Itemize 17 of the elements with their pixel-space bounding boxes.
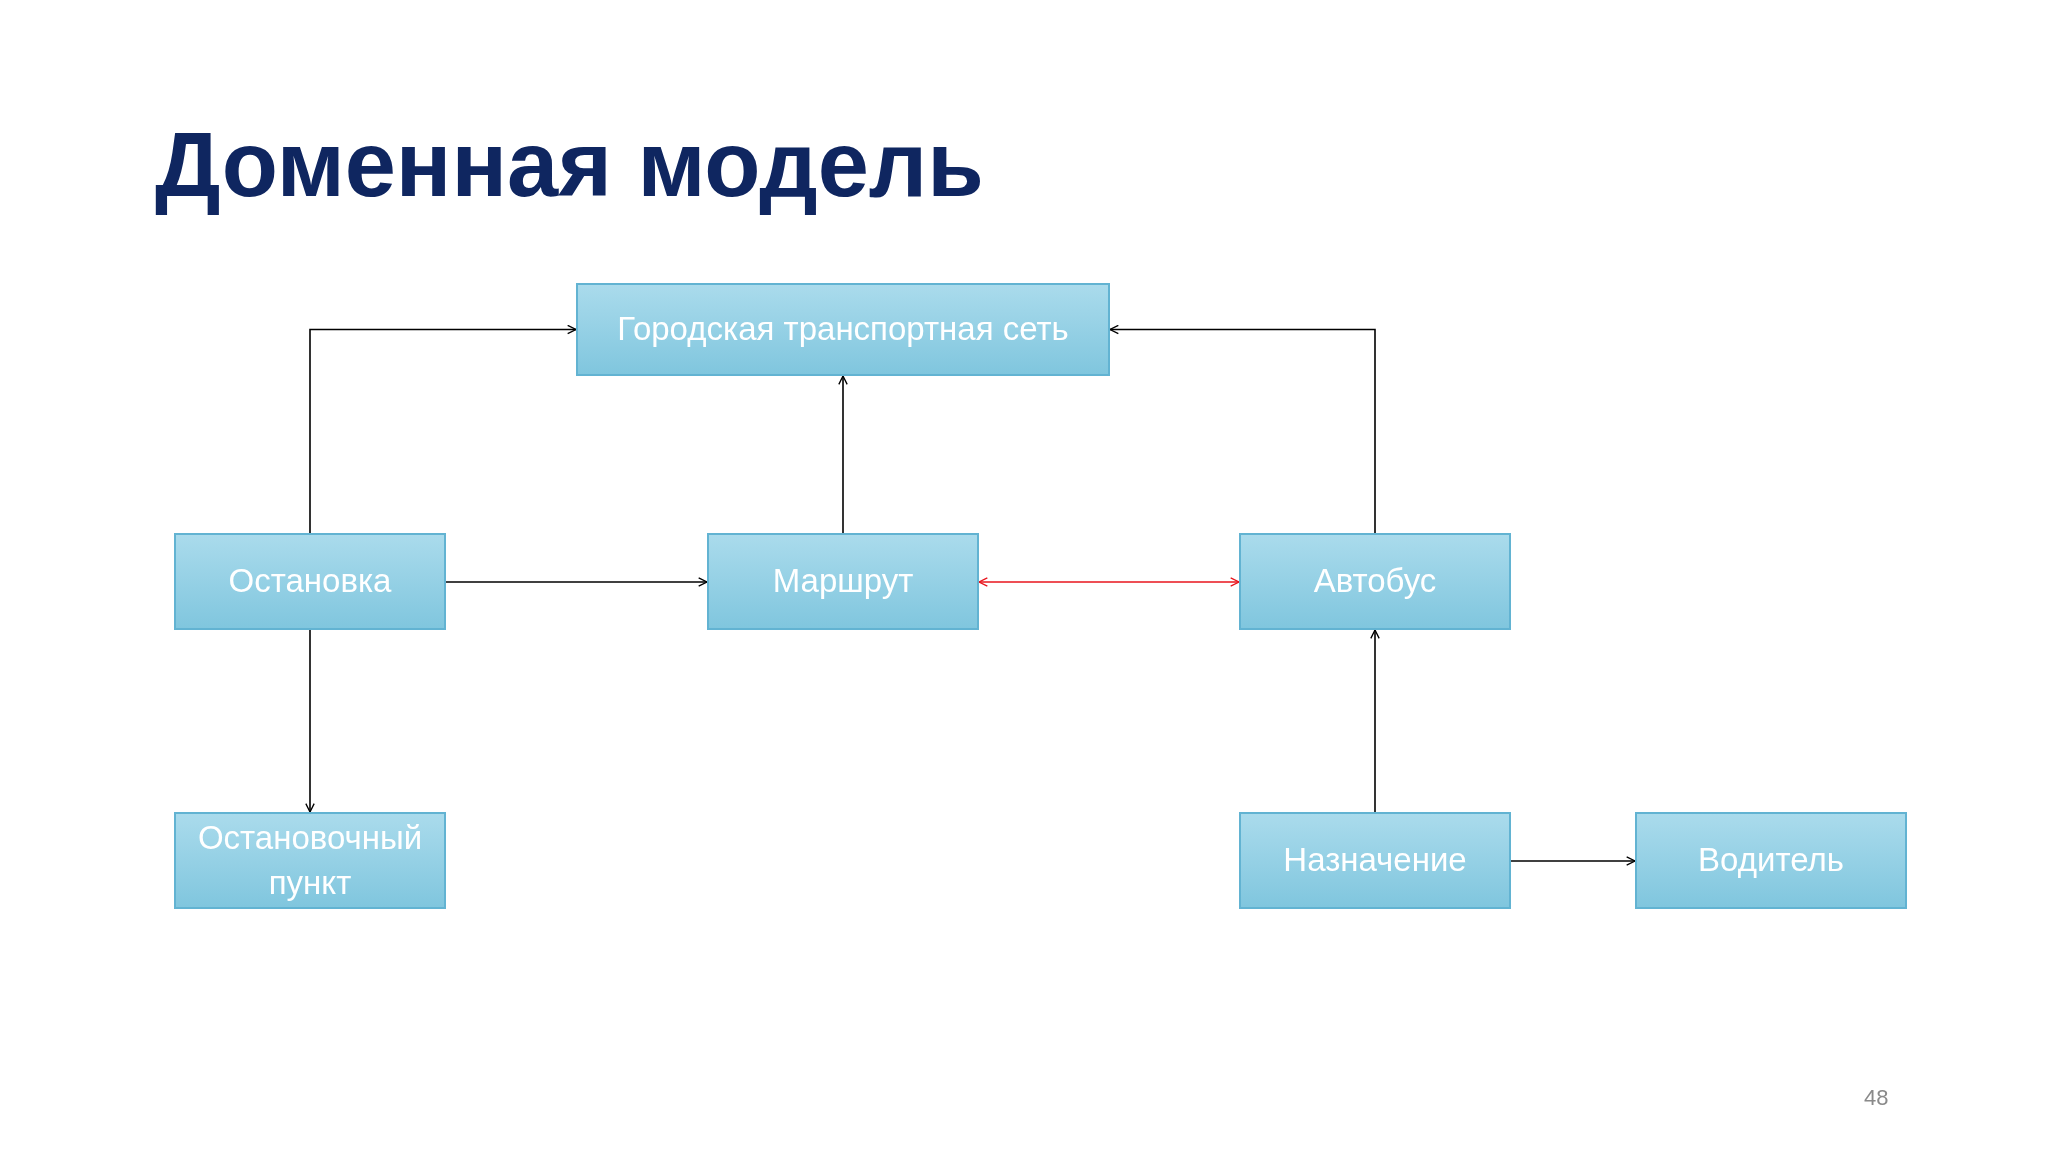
- arrow: [978, 577, 1240, 587]
- arrow: [305, 629, 315, 813]
- entity-box: Назначение: [1239, 812, 1511, 909]
- entity-box: Остановочный пункт: [174, 812, 446, 909]
- arrow: [309, 324, 577, 534]
- slide-title: Доменная модель: [155, 112, 984, 217]
- entity-box: Маршрут: [707, 533, 979, 630]
- arrow: [1109, 324, 1376, 534]
- entity-box: Автобус: [1239, 533, 1511, 630]
- entity-box: Водитель: [1635, 812, 1907, 909]
- entity-box: Остановка: [174, 533, 446, 630]
- arrow: [1510, 856, 1636, 866]
- page-number: 48: [1864, 1085, 1889, 1111]
- entity-box: Городская транспортная сеть: [576, 283, 1110, 376]
- arrow: [1370, 629, 1380, 813]
- arrow: [445, 577, 708, 587]
- arrow: [838, 375, 848, 534]
